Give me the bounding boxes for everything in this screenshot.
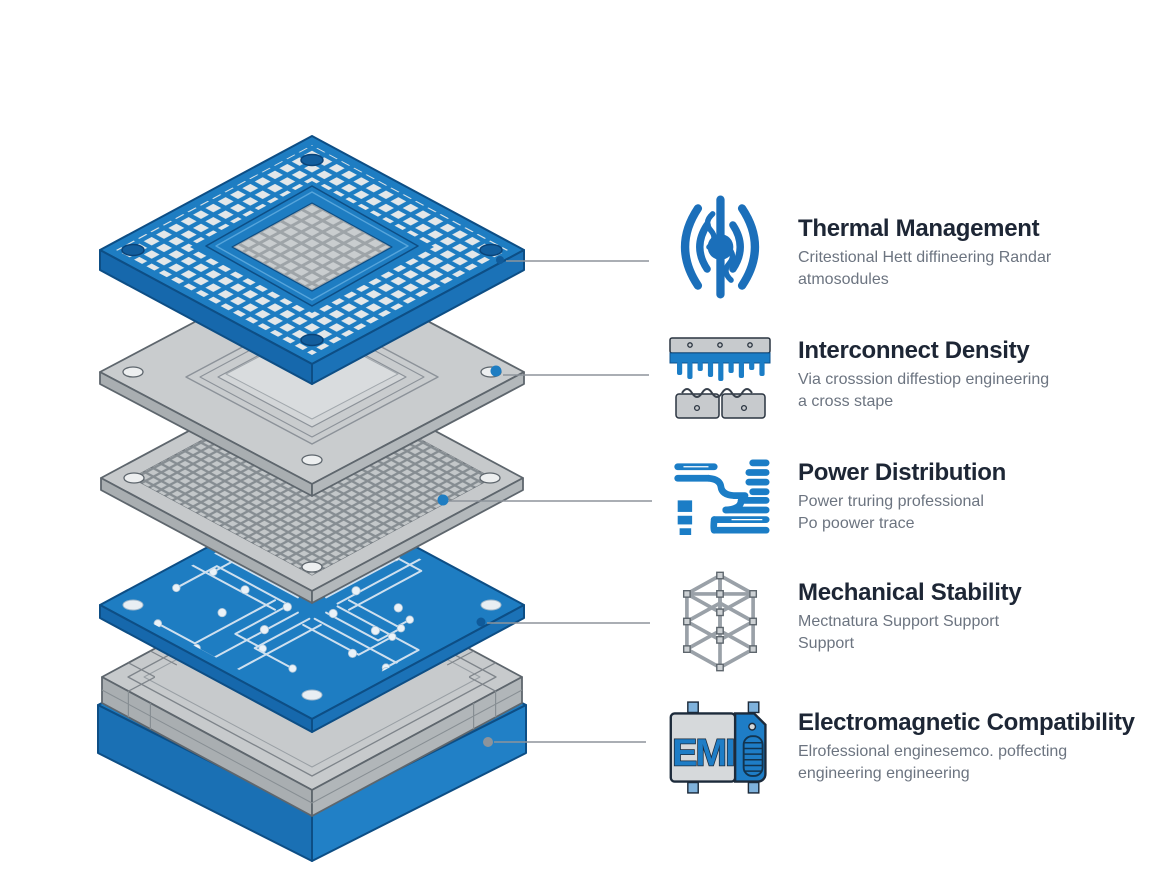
layer-pcb-routing — [99, 490, 525, 733]
feature-icon-cell — [664, 568, 776, 673]
feature-description: Via crosssion diffestiop engineering a c… — [798, 371, 1050, 410]
feature-description: Critestional Hett diffineering Randar at… — [798, 249, 1052, 288]
leader-line-power — [437, 494, 652, 506]
leader-lines — [437, 256, 652, 747]
feature-icon-cell: EMI — [664, 694, 776, 795]
leader-line-mechanical — [476, 617, 650, 627]
emi-icon-label: EMI — [672, 732, 734, 774]
thermal-waves-icon — [680, 195, 760, 299]
feature-icon-cell — [664, 186, 776, 304]
feature-title: Mechanical Stability — [798, 579, 1022, 606]
power-traces-icon — [674, 459, 770, 535]
feature-row-mechanical-stability: Mechanical Stability Mectnatura Support … — [664, 568, 1168, 673]
feature-title: Electromagnetic Compatibility — [798, 709, 1135, 736]
layer-bga-substrate — [99, 135, 525, 385]
feature-description: Mectnatura Support Support Support — [798, 613, 1000, 652]
feature-title: Power Distribution — [798, 459, 1006, 486]
leader-line-emc — [483, 737, 646, 747]
lattice-cube-icon — [682, 571, 758, 672]
feature-row-electromagnetic-compatibility: EMI Electromagnetic Compatibility Elrofe… — [664, 694, 1168, 795]
feature-row-interconnect-density: Interconnect Density Via crosssion diffe… — [664, 332, 1168, 420]
leader-line-interconnect — [490, 365, 649, 377]
feature-row-power-distribution: Power Distribution Power truring profess… — [664, 452, 1168, 539]
feature-description: Elrofessional enginesemco. poffecting en… — [798, 743, 1068, 782]
feature-description: Power truring professional Po poower tra… — [798, 493, 984, 532]
leader-line-thermal — [496, 256, 649, 264]
feature-title: Thermal Management — [798, 215, 1040, 242]
feature-icon-cell — [664, 452, 776, 539]
interconnect-layers-icon — [669, 337, 771, 419]
feature-title: Interconnect Density — [798, 337, 1030, 364]
emi-shield-icon: EMI — [669, 701, 767, 794]
feature-row-thermal-management: Thermal Management Critestional Hett dif… — [664, 186, 1168, 304]
feature-icon-cell — [664, 332, 776, 420]
